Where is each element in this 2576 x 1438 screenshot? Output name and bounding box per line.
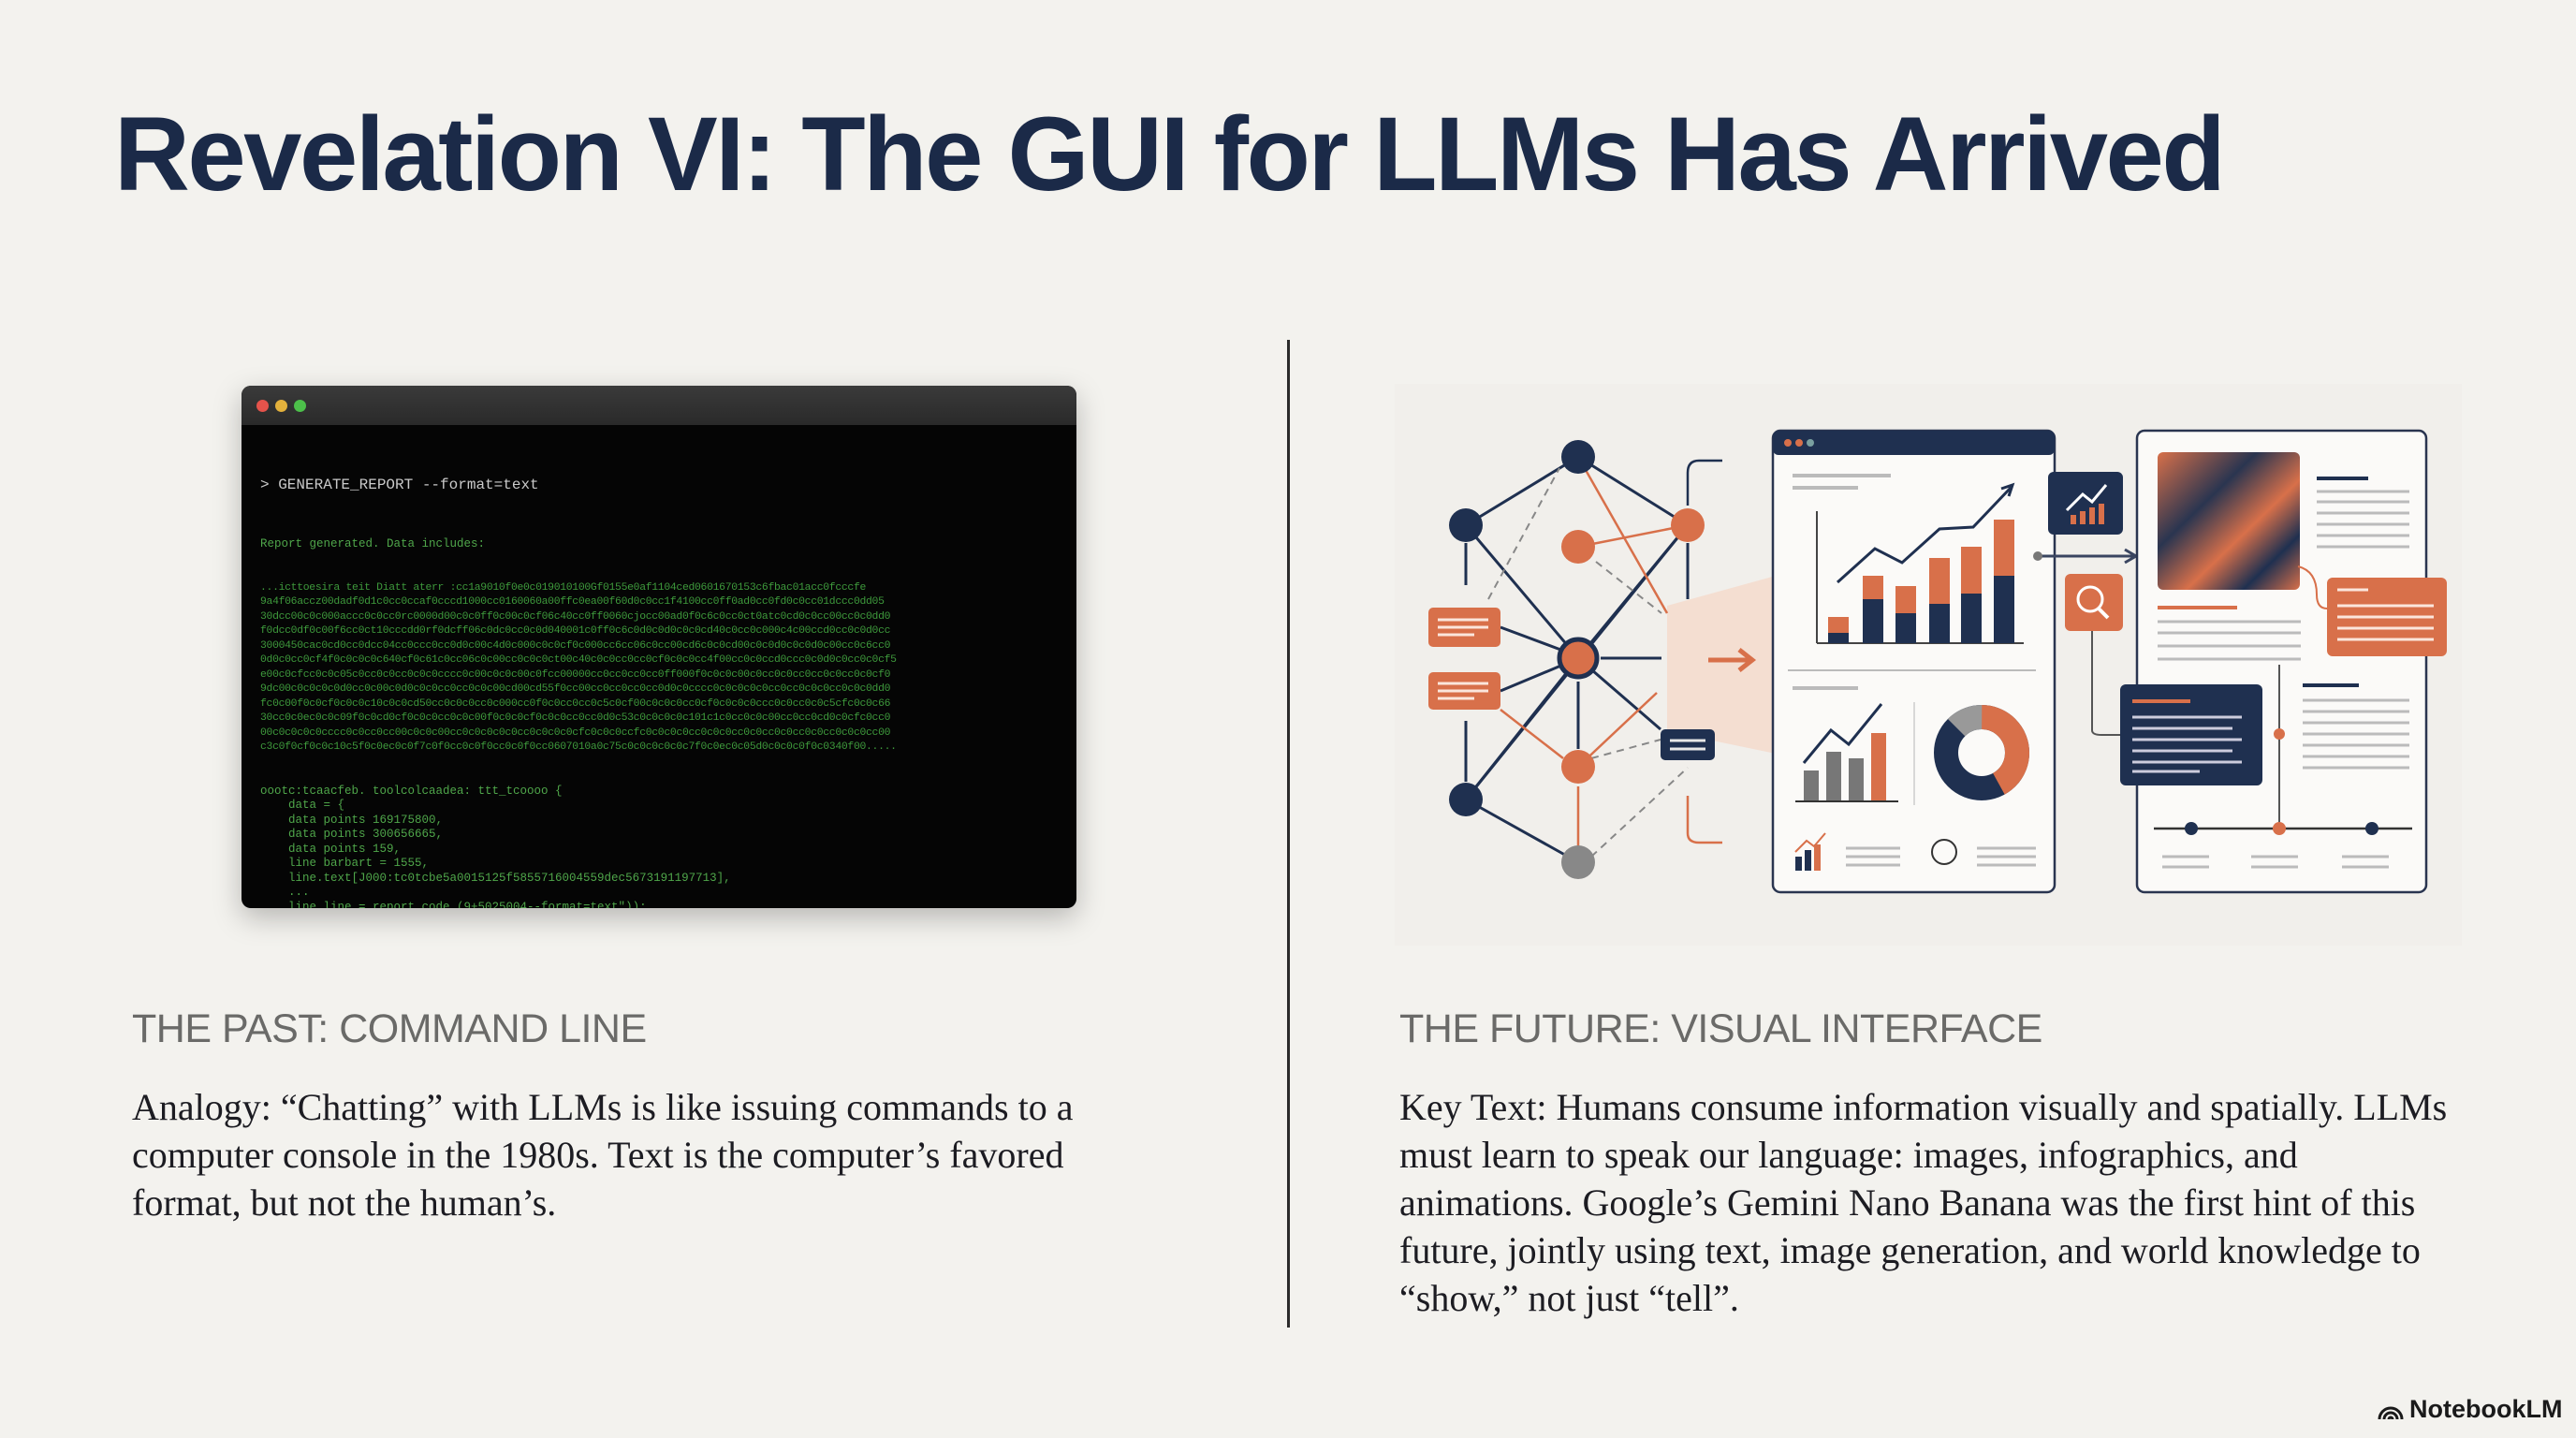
bar-segment xyxy=(1994,576,2014,643)
visual-interface-illustration xyxy=(1395,384,2462,946)
funnel-shape xyxy=(1667,576,1776,754)
terminal-line: data = { xyxy=(260,799,345,812)
mini-chart-icon xyxy=(1794,832,1826,871)
bar-segment xyxy=(1994,520,2014,576)
node xyxy=(1671,508,1705,542)
terminal-hex-line: 0d0c0cc0cf4f0c0c0c0c640cf0c61c0cc06c0c00… xyxy=(260,654,897,666)
terminal-line: data points 159, xyxy=(260,842,402,856)
past-heading: THE PAST: COMMAND LINE xyxy=(132,1006,647,1051)
bar-segment xyxy=(1961,594,1982,643)
dashboard-panel xyxy=(1771,429,2056,894)
bar-segment xyxy=(1895,586,1916,613)
navy-callout xyxy=(2120,684,2262,785)
terminal-hex-line: fc0c00f0c0cf0c0c0c10c0c0cd50cc0c0c0cc0c0… xyxy=(260,697,891,710)
column-divider xyxy=(1287,340,1290,1328)
terminal-window: > GENERATE_REPORT --format=text Report g… xyxy=(242,386,1076,908)
terminal-title-bar xyxy=(242,386,1076,425)
text-box-orange xyxy=(1428,608,1500,647)
bar-segment xyxy=(1929,604,1950,643)
future-heading: THE FUTURE: VISUAL INTERFACE xyxy=(1399,1006,2042,1051)
notebooklm-logo: NotebookLM xyxy=(2378,1395,2562,1424)
arrow-right-icon xyxy=(1708,648,1757,672)
node xyxy=(1561,845,1595,879)
node xyxy=(1561,750,1595,784)
terminal-header-line: Report generated. Data includes: xyxy=(260,537,486,550)
bar-segment xyxy=(1828,617,1849,633)
terminal-command: > GENERATE_REPORT --format=text xyxy=(260,477,539,493)
landscape-image xyxy=(2158,452,2300,590)
small-bar-chart xyxy=(1795,703,1898,802)
terminal-hex-line: 9a4f06accz00dadf0d1c0cc0ccaf0cccd1000cc0… xyxy=(260,596,885,608)
document-panel xyxy=(2091,429,2428,894)
bar-segment xyxy=(1895,613,1916,643)
central-node xyxy=(1557,637,1600,680)
node xyxy=(1561,530,1595,564)
terminal-line: ... xyxy=(260,886,310,899)
terminal-hex-line: 3000450cac0cd0cc0dcc04cc0ccc0cc0d0c00c4d… xyxy=(260,639,891,652)
terminal-line: oootc:tcaacfeb. toolcolcaadea: ttt_tcooo… xyxy=(260,784,563,798)
node xyxy=(1561,440,1595,474)
terminal-hex-line: 30cc0c0ec0c0c09f0c0cd0cf0c0c0cc0c0c00f0c… xyxy=(260,712,891,724)
terminal-hex-line: ...icttoesira teit Diatt aterr :cc1a9010… xyxy=(260,581,867,594)
node xyxy=(1449,508,1483,542)
orange-callout xyxy=(2327,578,2447,656)
bar-segment xyxy=(1863,576,1883,599)
close-dot-icon xyxy=(256,400,269,412)
terminal-line: line barbart = 1555, xyxy=(260,857,430,870)
bar-segment xyxy=(1863,599,1883,643)
terminal-hex-block: ...icttoesira teit Diatt aterr :cc1a9010… xyxy=(260,581,1058,756)
terminal-line: line.text[J000:tc0tcbe5a0015125f58557160… xyxy=(260,871,731,885)
terminal-hex-line: e00c0cfcc0c0c05c0cc0c0cc0c0c0cccc0c00c0c… xyxy=(260,668,891,681)
notebooklm-logo-icon xyxy=(2378,1406,2404,1419)
bar-segment xyxy=(1961,547,1982,594)
trend-line xyxy=(1836,486,2012,584)
chart-icon-box xyxy=(2048,472,2123,535)
terminal-hex-line: 9dc00c0c0c0c0d0cc0c00c0d0c0c0cc0cc0c0c00… xyxy=(260,683,891,695)
terminal-hex-line: 00c0c0c0c0cccc0c0cc0cc00c0c0c00cc0c0c0c0… xyxy=(260,726,891,739)
past-body-text: Analogy: “Chatting” with LLMs is like is… xyxy=(132,1086,1074,1224)
future-body-text: Key Text: Humans consume information vis… xyxy=(1399,1086,2448,1319)
slide-title: Revelation VI: The GUI for LLMs Has Arri… xyxy=(114,95,2226,213)
brand-name: NotebookLM xyxy=(2409,1395,2563,1423)
search-icon-box xyxy=(2065,574,2123,631)
bar-segment xyxy=(1828,633,1849,643)
node xyxy=(1449,783,1483,816)
terminal-line: line line = report code (9+5025004--form… xyxy=(260,900,647,909)
terminal-line: data points 300656665, xyxy=(260,828,444,841)
donut-chart xyxy=(1934,705,2029,800)
text-box-navy xyxy=(1661,729,1715,760)
text-box-orange xyxy=(1428,672,1500,710)
lightbulb-icon xyxy=(1931,839,1957,865)
minimize-dot-icon xyxy=(275,400,287,412)
terminal-hex-line: c3c0f0cf0c0c10c5f0c0ec0c0f7c0f0cc0c0f0cc… xyxy=(260,741,897,753)
bar-segment xyxy=(1929,558,1950,604)
maximize-dot-icon xyxy=(294,400,306,412)
terminal-line: data points 169175800, xyxy=(260,813,444,827)
terminal-hex-line: f0dcc0df0c00f6cc0ct10cccdd0rf0dcff06c0dc… xyxy=(260,625,891,637)
terminal-body-block: oootc:tcaacfeb. toolcolcaadea: ttt_tcooo… xyxy=(260,785,1058,909)
terminal-output: > GENERATE_REPORT --format=text Report g… xyxy=(242,425,1076,908)
terminal-hex-line: 30dcc00c0c000accc0c0cc0rc0000d00c0c0ff0c… xyxy=(260,610,891,623)
network-graph xyxy=(1428,440,1776,879)
bar-chart xyxy=(1828,520,2014,643)
